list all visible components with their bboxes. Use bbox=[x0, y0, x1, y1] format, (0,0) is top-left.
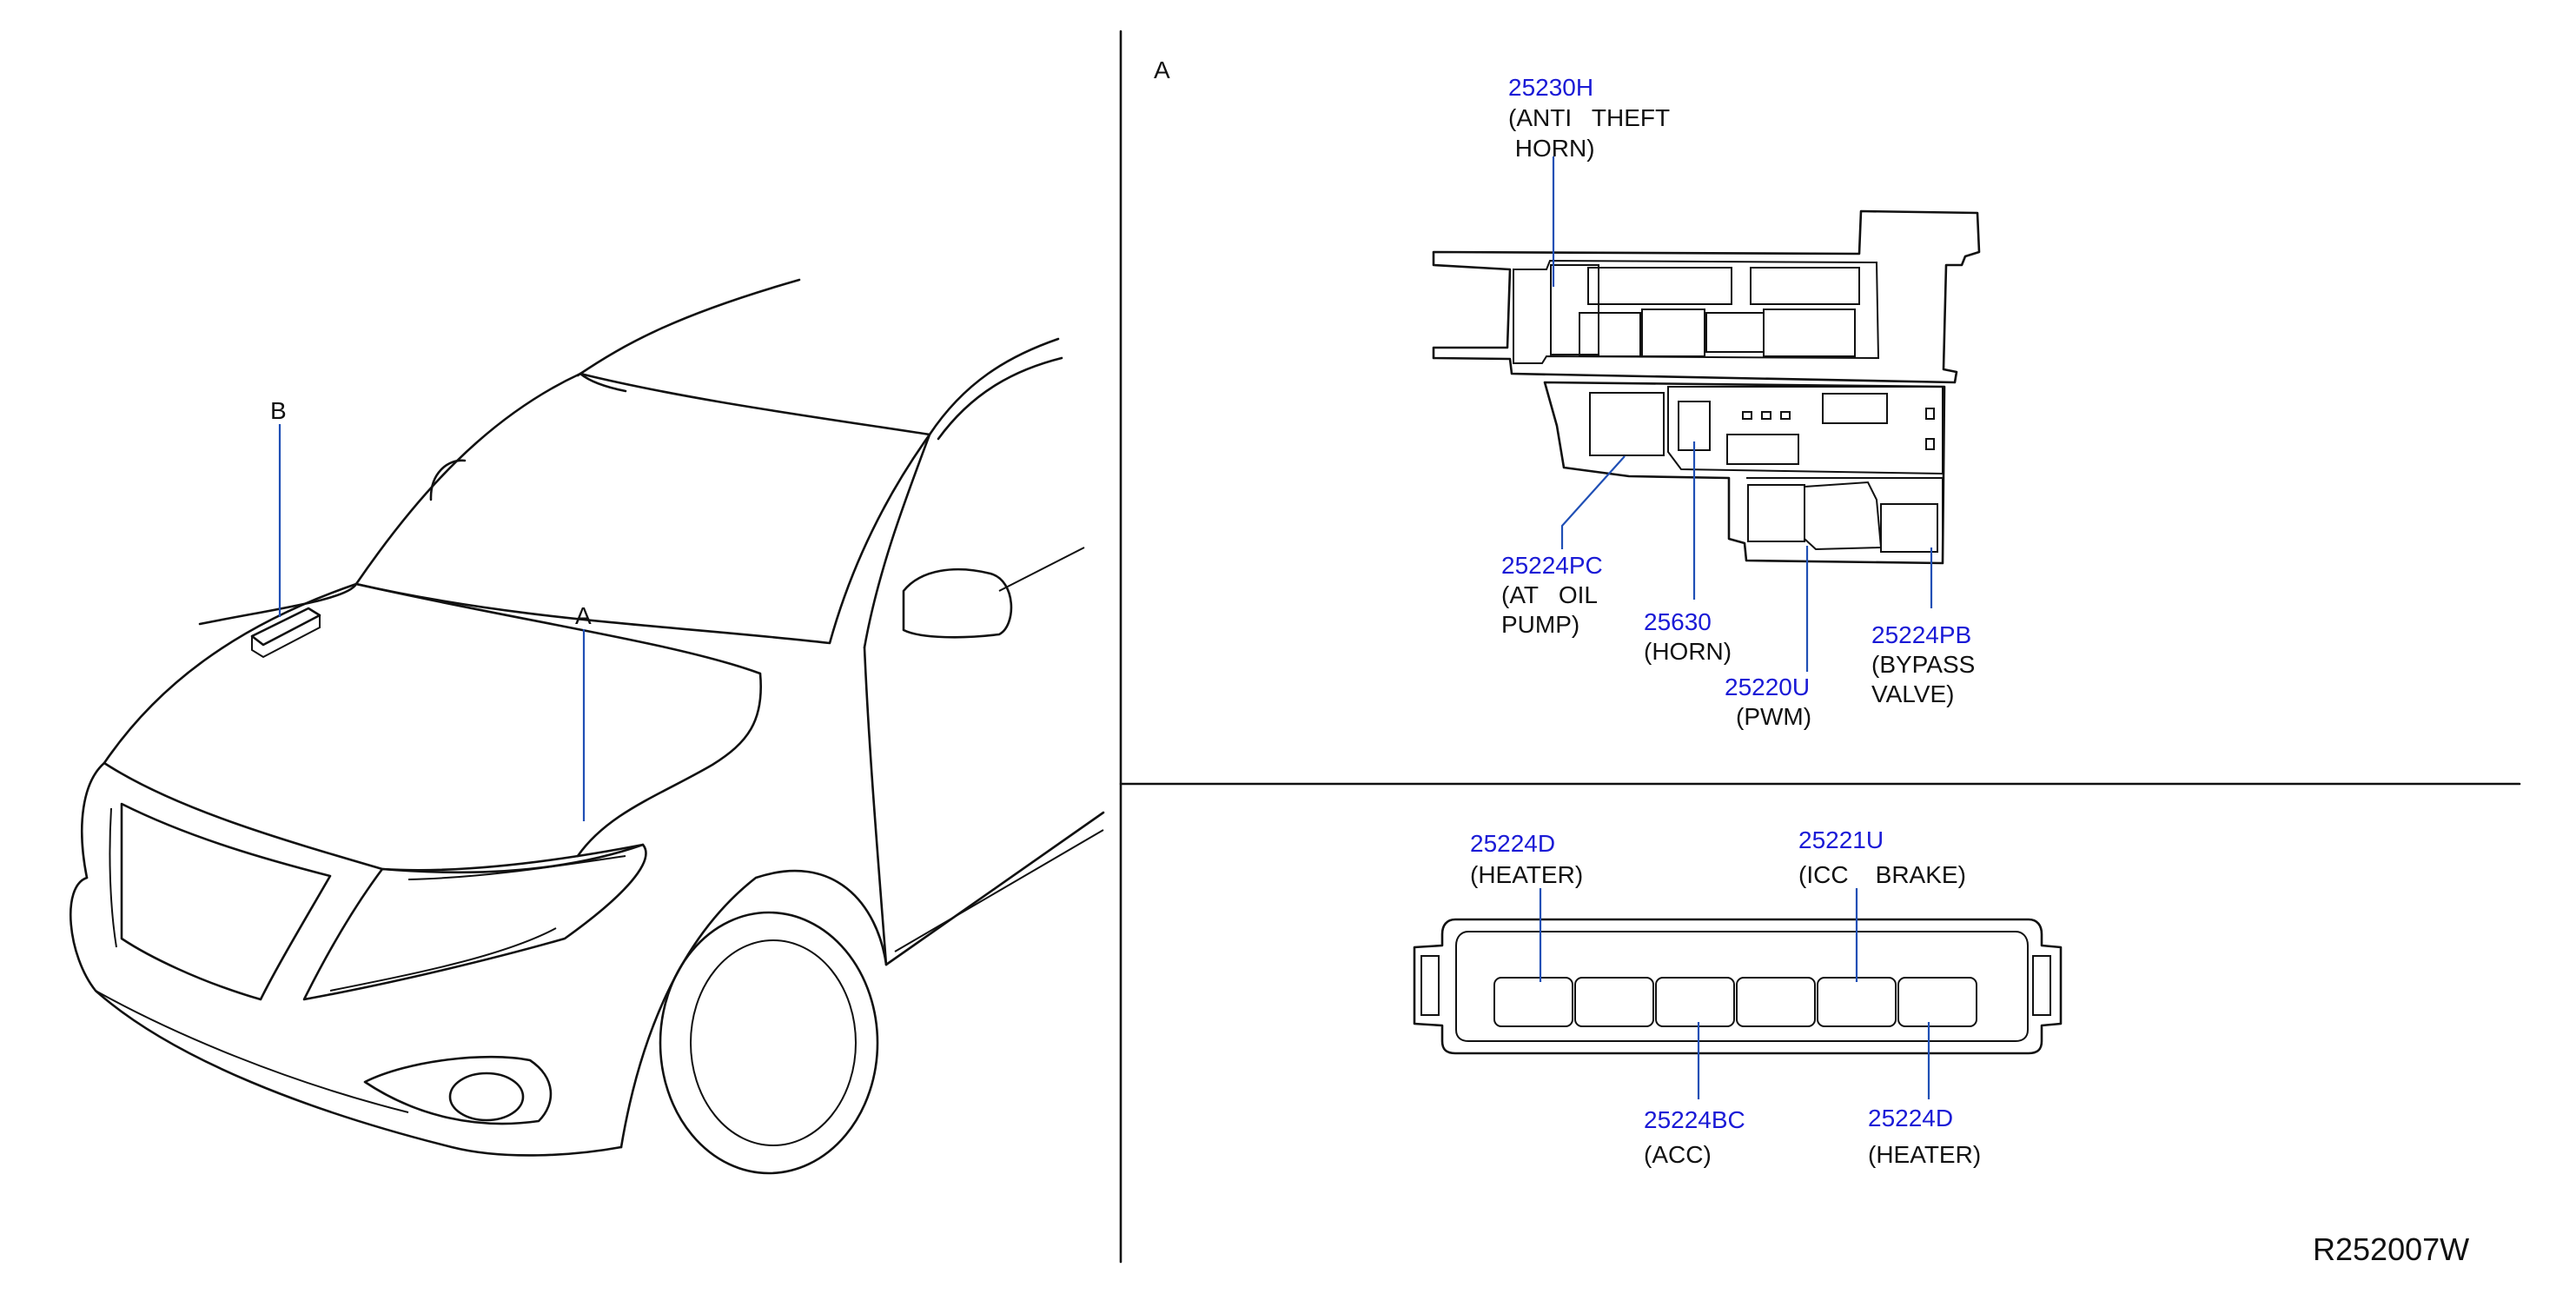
fog-lamp-housing bbox=[363, 1055, 553, 1125]
roof-line bbox=[576, 278, 801, 377]
anti-theft-horn-relay-body bbox=[1550, 264, 1599, 355]
marker-b: B bbox=[270, 397, 287, 424]
relay-bracket-upper bbox=[1432, 209, 1981, 384]
desc-heater-right: (HEATER) bbox=[1868, 1141, 1981, 1168]
pwm-bracket bbox=[1804, 481, 1883, 551]
terminal-1 bbox=[1925, 408, 1935, 420]
pn-acc[interactable]: 25224BC bbox=[1644, 1106, 1745, 1133]
fuse-bank-upper bbox=[1822, 393, 1888, 424]
relay-frame bbox=[1513, 259, 1880, 364]
diagram-code: R252007W bbox=[2313, 1231, 2469, 1267]
panel-dividers bbox=[1119, 30, 2521, 1264]
front-door-edge bbox=[863, 646, 888, 966]
relay-socket-acc bbox=[1655, 977, 1735, 1027]
pn-bypass-valve[interactable]: 25224PB bbox=[1871, 621, 1971, 648]
connector-housing-outer bbox=[1413, 918, 2063, 1055]
body-side-line-2 bbox=[894, 829, 1104, 952]
desc-at-oil-pump-1: (AT OIL bbox=[1501, 581, 1598, 608]
fuse-bank-lower bbox=[1726, 434, 1799, 465]
connector-latch-left bbox=[1420, 955, 1440, 1016]
body-side-line bbox=[884, 811, 1105, 966]
relay-slot-2 bbox=[1750, 267, 1860, 305]
desc-anti-theft-horn-2: HORN) bbox=[1508, 135, 1595, 162]
wiper-mount bbox=[429, 459, 467, 501]
pn-horn[interactable]: 25630 bbox=[1644, 608, 1712, 635]
bypass-valve-relay bbox=[1880, 503, 1938, 553]
front-upper-edge bbox=[103, 761, 645, 874]
desc-pwm: (PWM) bbox=[1736, 703, 1811, 730]
bumper-lower bbox=[70, 876, 623, 1157]
pn-heater-right[interactable]: 25224D bbox=[1868, 1105, 1953, 1131]
lower-compartment bbox=[1746, 477, 1944, 563]
fender-arch bbox=[619, 869, 888, 1149]
desc-heater-left: (HEATER) bbox=[1470, 861, 1583, 888]
pn-at-oil-pump[interactable]: 25224PC bbox=[1501, 552, 1603, 579]
a-pillar-front bbox=[863, 433, 931, 649]
vehicle-markers: B A bbox=[270, 397, 592, 821]
detail-a-label: A bbox=[1154, 56, 1170, 83]
connector-latch-right bbox=[2032, 955, 2051, 1016]
desc-bypass-valve-1: (BYPASS bbox=[1871, 651, 1975, 678]
fuse-block bbox=[1667, 386, 1944, 475]
relay-socket-2 bbox=[1574, 977, 1654, 1027]
hood-crease bbox=[198, 582, 358, 626]
headlamp-inner-bottom bbox=[329, 927, 557, 992]
detail-b-view bbox=[1413, 918, 2063, 1055]
detail-b-callouts: 25224D (HEATER) 25221U (ICC BRAKE) 25224… bbox=[1470, 826, 1981, 1168]
relay-slot-5 bbox=[1705, 312, 1765, 353]
a-pillar-top bbox=[928, 337, 1060, 436]
relay-slot-3 bbox=[1579, 312, 1641, 357]
relay-socket-4 bbox=[1736, 977, 1816, 1027]
vehicle-illustration bbox=[70, 278, 1105, 1175]
leader-at-oil-pump bbox=[1560, 455, 1626, 549]
left-corner bbox=[80, 761, 106, 879]
desc-bypass-valve-2: VALVE) bbox=[1871, 680, 1954, 707]
marker-a: A bbox=[575, 602, 592, 629]
a-pillar-inner bbox=[937, 356, 1063, 441]
bumper-crease bbox=[95, 990, 409, 1113]
relay-socket-icc-brake bbox=[1817, 977, 1897, 1027]
fuse-small-1 bbox=[1742, 411, 1752, 420]
fuse-small-2 bbox=[1761, 411, 1771, 420]
headlamp bbox=[302, 843, 647, 1001]
fog-lamp bbox=[448, 1072, 525, 1122]
detail-a-callouts: 25230H (ANTI THEFT HORN) 25224PC (AT OIL… bbox=[1501, 74, 1975, 730]
grille-outline bbox=[120, 802, 332, 1001]
pn-heater-left[interactable]: 25224D bbox=[1470, 830, 1555, 857]
desc-horn: (HORN) bbox=[1644, 638, 1732, 665]
fuse-small-3 bbox=[1780, 411, 1791, 420]
mirror-door-line bbox=[998, 547, 1085, 592]
at-oil-pump-relay bbox=[1589, 392, 1665, 456]
relay-socket-heater-left bbox=[1493, 977, 1573, 1027]
windshield-band bbox=[579, 372, 627, 393]
hood-emblem-side bbox=[251, 615, 321, 659]
relay-slot-4 bbox=[1641, 309, 1705, 357]
desc-at-oil-pump-2: PUMP) bbox=[1501, 611, 1579, 638]
pn-icc-brake[interactable]: 25221U bbox=[1798, 826, 1884, 853]
pwm-module bbox=[1747, 484, 1805, 542]
desc-icc-brake: (ICC BRAKE) bbox=[1798, 861, 1966, 888]
terminal-2 bbox=[1925, 438, 1935, 450]
wheel-rim bbox=[690, 939, 857, 1146]
relay-slot-1 bbox=[1587, 267, 1732, 305]
pn-pwm[interactable]: 25220U bbox=[1725, 674, 1810, 700]
front-wheel bbox=[659, 911, 879, 1175]
desc-anti-theft-horn-1: (ANTI THEFT bbox=[1508, 104, 1670, 131]
relay-slot-6 bbox=[1763, 309, 1856, 357]
side-mirror bbox=[902, 567, 1013, 639]
hood-outline bbox=[103, 582, 763, 858]
headlamp-inner-top bbox=[407, 855, 626, 880]
pn-anti-theft-horn[interactable]: 25230H bbox=[1508, 74, 1593, 101]
grille-left-edge bbox=[109, 807, 117, 948]
desc-acc: (ACC) bbox=[1644, 1141, 1712, 1168]
relay-socket-heater-right bbox=[1897, 977, 1977, 1027]
detail-a-view: A bbox=[1154, 56, 1981, 565]
connector-housing-inner bbox=[1455, 931, 2029, 1042]
hood-emblem bbox=[250, 607, 321, 647]
